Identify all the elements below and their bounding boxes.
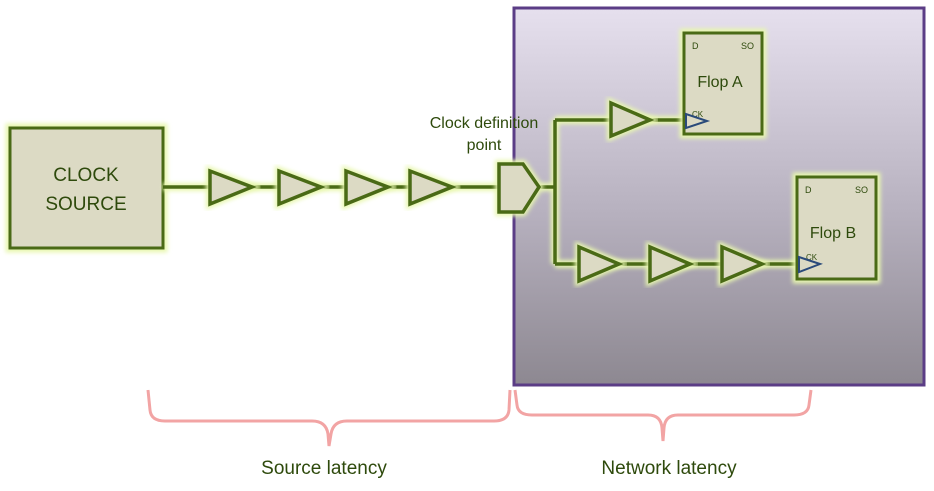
flop-a-ck-pin: CK: [692, 110, 704, 119]
flop-a: D SO Flop A CK: [679, 28, 767, 139]
source-latency-bracket: [146, 389, 512, 447]
flop-b: D SO Flop B CK: [792, 172, 881, 284]
flop-b-d-pin: D: [805, 185, 812, 195]
clock-source-label-line2: SOURCE: [45, 194, 126, 215]
flop-a-clock-pin-icon: [685, 112, 711, 130]
flop-b-name: Flop B: [810, 225, 856, 242]
source-buffer-4: [406, 165, 463, 210]
flop-a-so-pin: SO: [741, 41, 754, 51]
flop-b-ck-pin: CK: [806, 253, 818, 262]
source-buffer-3: [342, 165, 399, 210]
flop-a-name: Flop A: [697, 74, 743, 91]
network-buffer-b1: [575, 240, 630, 288]
network-buffer-b3: [718, 240, 773, 288]
source-buffer-2: [275, 165, 332, 210]
network-latency-bracket: [513, 389, 813, 442]
clock-definition-label-line1: Clock definition: [430, 115, 539, 132]
flop-b-so-pin: SO: [855, 185, 868, 195]
source-latency-label: Source latency: [261, 458, 387, 479]
flop-b-clock-pin-icon: [798, 255, 823, 274]
clock-definition-point-shape: [495, 160, 544, 216]
clock-definition-label-line2: point: [467, 137, 502, 154]
clock-source-label-line1: CLOCK: [53, 165, 119, 186]
flop-a-d-pin: D: [692, 41, 699, 51]
network-buffer-a1: [607, 96, 661, 142]
network-buffer-b2: [646, 240, 701, 288]
source-buffer-1: [206, 165, 263, 210]
network-latency-label: Network latency: [601, 458, 737, 479]
clock-source-block: CLOCK SOURCE: [5, 123, 168, 253]
